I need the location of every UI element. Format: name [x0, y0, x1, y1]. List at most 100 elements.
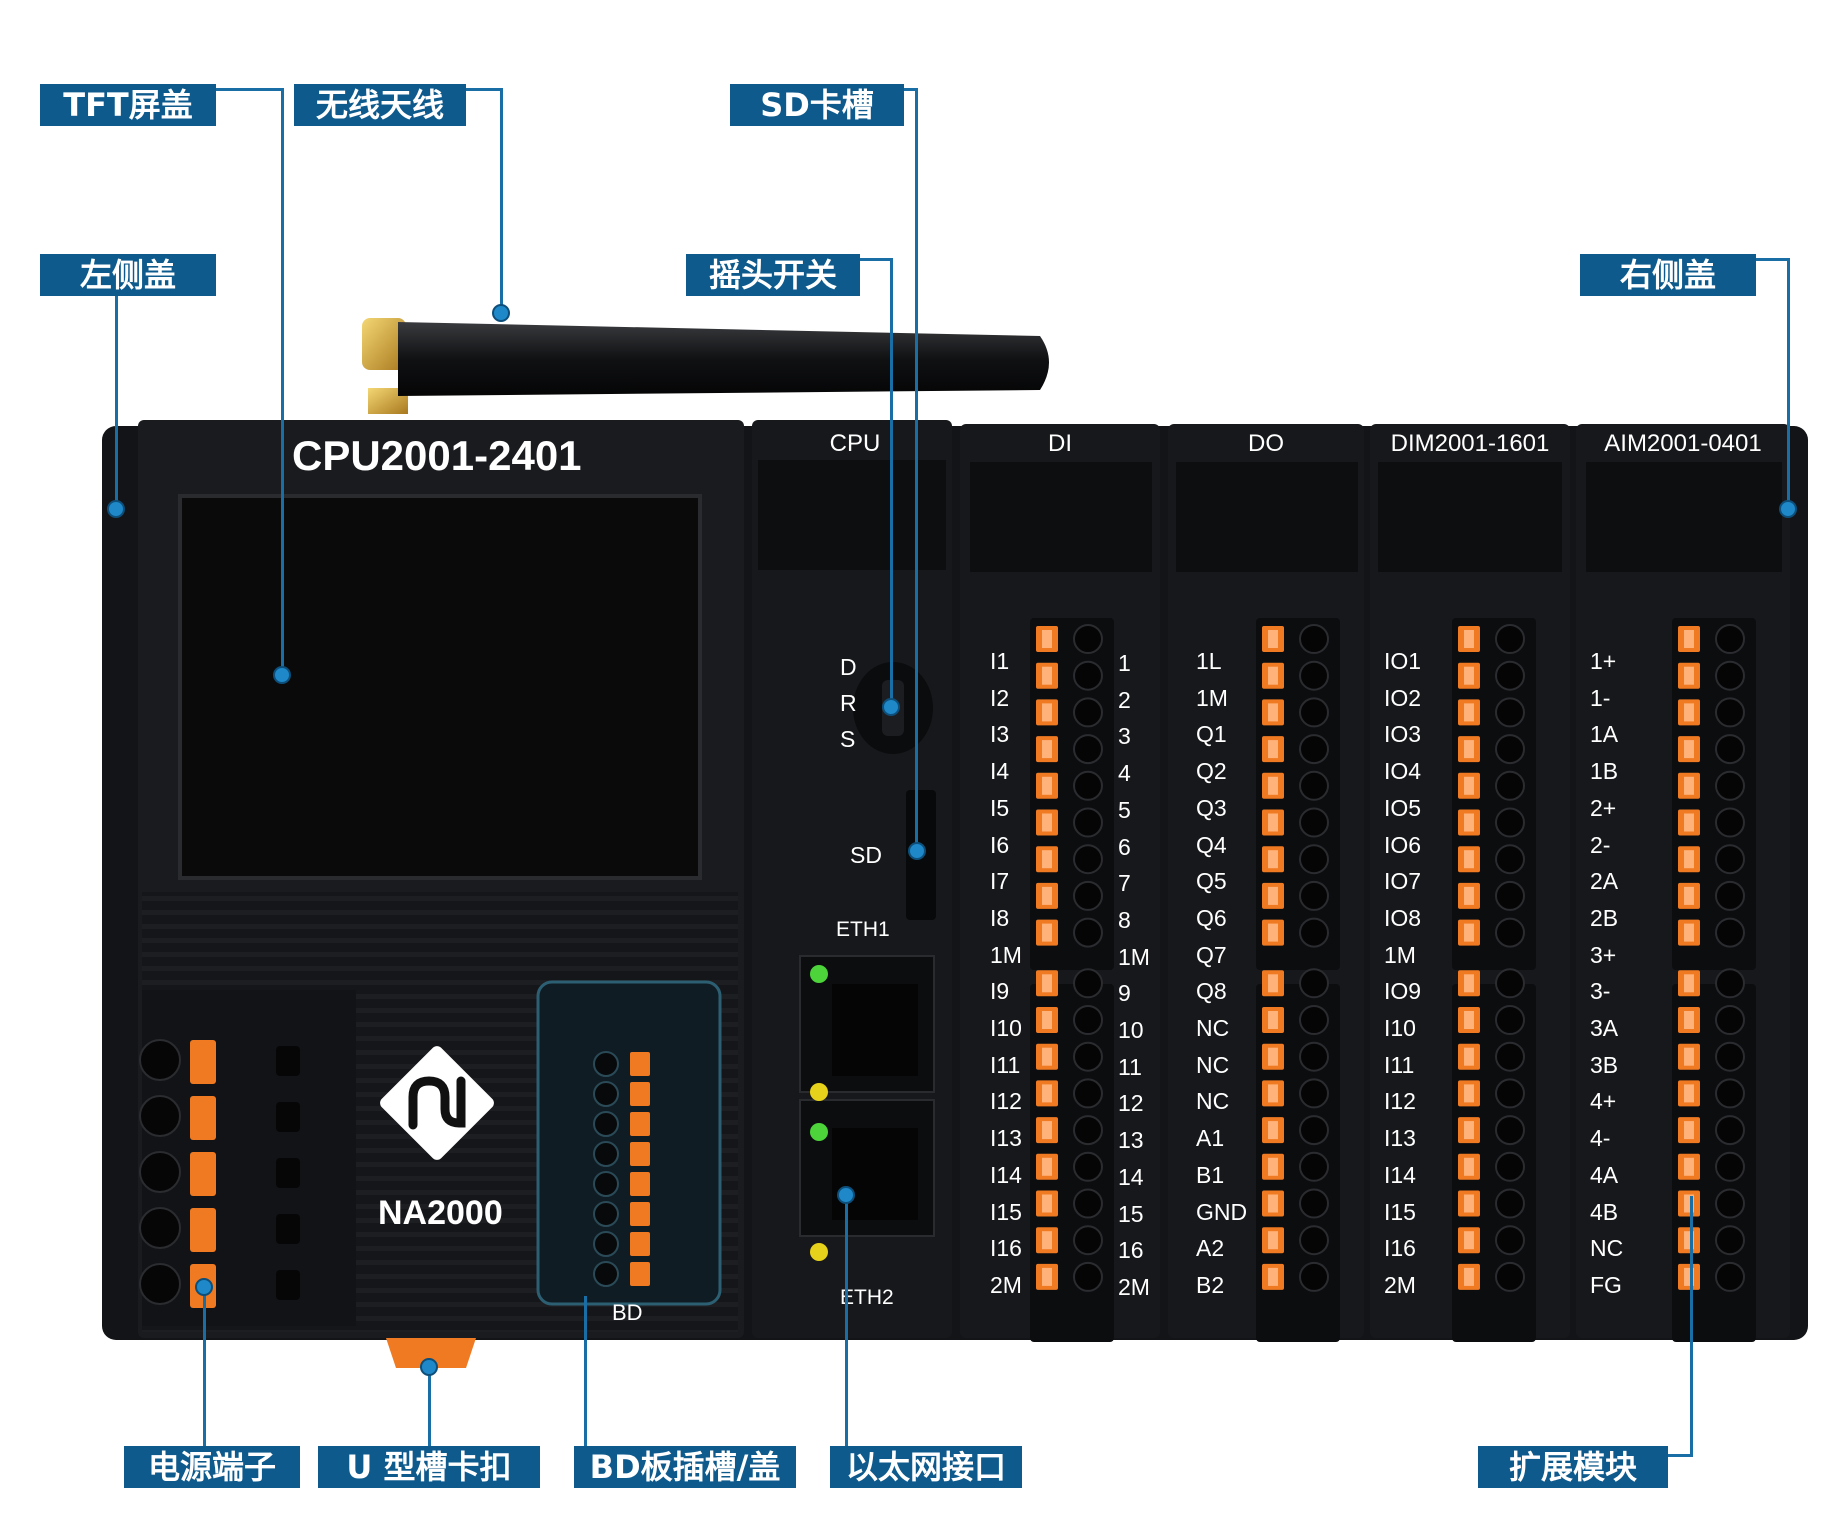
terminal-hole [1073, 697, 1103, 728]
module-title-3: DIM2001-1601 [1390, 430, 1550, 457]
terminal-hole [1073, 1115, 1103, 1146]
rocker-line-h [860, 258, 892, 261]
ethernet-port-2[interactable] [799, 1099, 935, 1237]
power-terminal-hole [139, 1207, 181, 1249]
terminal-label: NC [1196, 1088, 1230, 1115]
terminal-number: 1M [1118, 943, 1150, 970]
power-terminal-hole [139, 1151, 181, 1193]
terminal-hole [1495, 968, 1525, 999]
eth1-label: ETH1 [836, 918, 890, 941]
terminal-hole [1073, 1188, 1103, 1219]
terminal-label: Q1 [1196, 721, 1227, 748]
terminal-label: NC [1196, 1051, 1230, 1078]
terminal-label: 1L [1196, 648, 1222, 674]
terminal-label: I14 [990, 1161, 1022, 1188]
terminal-label: Q6 [1196, 904, 1227, 931]
terminal-hole [1495, 1188, 1525, 1219]
eth2-label: ETH2 [840, 1286, 894, 1309]
terminal-hole [1299, 660, 1329, 691]
terminal-label: GND [1196, 1198, 1248, 1225]
terminal-number: 2 [1118, 686, 1131, 713]
terminal-hole [1495, 1151, 1525, 1182]
cpu-model-label: CPU2001-2401 [292, 432, 582, 479]
right-cover-line-h [1756, 258, 1790, 261]
sd-dot [908, 842, 926, 860]
ethernet-dot [837, 1186, 855, 1204]
terminal-label: IO3 [1384, 721, 1422, 748]
antenna-line-h [466, 88, 502, 91]
terminal-label: I14 [1384, 1161, 1416, 1188]
terminal-hole [1299, 1225, 1329, 1256]
callout-ethernet: 以太网接口 [830, 1446, 1022, 1488]
terminal-hole [1715, 624, 1745, 654]
terminal-label: 1B [1590, 758, 1619, 785]
power-line [203, 1290, 206, 1450]
callout-expansion: 扩展模块 [1478, 1446, 1668, 1488]
terminal-hole [1073, 1078, 1103, 1109]
terminal-label: I8 [990, 904, 1010, 931]
switch-label-s: S [840, 726, 856, 752]
module-title-1: DI [1048, 430, 1072, 457]
callout-power: 电源端子 [124, 1446, 300, 1488]
terminal-hole [1495, 1115, 1525, 1146]
terminal-number: 2M [1118, 1273, 1150, 1300]
power-terminal-lever [190, 1152, 216, 1196]
module-title-4: AIM2001-0401 [1604, 430, 1762, 457]
terminal-hole [1495, 844, 1525, 875]
terminal-label: I11 [990, 1051, 1021, 1078]
terminal-label: IO7 [1384, 868, 1422, 895]
terminal-hole [1073, 1261, 1103, 1292]
terminal-hole [1073, 807, 1103, 838]
na2000-logo-icon [380, 1046, 494, 1160]
terminal-hole [1715, 1261, 1745, 1292]
terminal-label: B1 [1196, 1161, 1225, 1188]
bd-terminal-lever [630, 1232, 650, 1256]
terminal-label: 3B [1590, 1051, 1619, 1078]
bd-slot-cover [536, 980, 722, 1306]
u-clip-line [428, 1364, 431, 1450]
terminal-number: 1 [1118, 650, 1131, 676]
terminal-label: Q5 [1196, 868, 1227, 895]
terminal-label: IO1 [1384, 648, 1422, 674]
terminal-number: 8 [1118, 906, 1131, 933]
right-cover-line-v [1787, 258, 1790, 508]
terminal-number: 3 [1118, 723, 1131, 750]
terminal-hole [1073, 880, 1103, 911]
terminal-label: I5 [990, 794, 1010, 821]
terminal-block-1 [1030, 618, 1114, 1342]
u-clip[interactable] [386, 1338, 476, 1368]
terminal-label: FG [1590, 1271, 1622, 1298]
terminal-label: 2B [1590, 904, 1619, 931]
bd-terminal-hole [593, 1141, 619, 1167]
terminal-number: 12 [1118, 1090, 1144, 1117]
switch-label-d: D [840, 654, 857, 680]
terminal-hole [1495, 660, 1525, 691]
terminal-hole [1715, 844, 1745, 875]
terminal-hole [1299, 1115, 1329, 1146]
power-terminal [139, 1039, 300, 1308]
terminal-label: 4+ [1590, 1088, 1617, 1115]
sd-label: SD [850, 842, 882, 868]
terminal-hole [1073, 1225, 1103, 1256]
terminal-label: IO2 [1384, 684, 1422, 711]
terminal-label: Q4 [1196, 831, 1227, 858]
terminal-label: I7 [990, 868, 1010, 895]
terminal-number: 14 [1118, 1163, 1144, 1190]
terminal-label: IO6 [1384, 831, 1422, 858]
terminal-number: 16 [1118, 1237, 1144, 1264]
bd-terminal-hole [593, 1261, 619, 1287]
terminal-number: 15 [1118, 1200, 1144, 1227]
terminal-hole [1715, 1225, 1745, 1256]
terminal-hole [1073, 917, 1103, 948]
module-title-2: DO [1248, 430, 1284, 457]
terminal-label: IO9 [1384, 978, 1422, 1005]
terminal-label: I2 [990, 684, 1010, 711]
terminal-hole [1299, 1078, 1329, 1109]
brand-label: NA2000 [378, 1194, 503, 1232]
terminal-label: 1- [1590, 684, 1611, 711]
terminal-label: IO4 [1384, 758, 1422, 785]
bd-line [584, 1296, 587, 1450]
terminal-hole [1073, 1041, 1103, 1072]
